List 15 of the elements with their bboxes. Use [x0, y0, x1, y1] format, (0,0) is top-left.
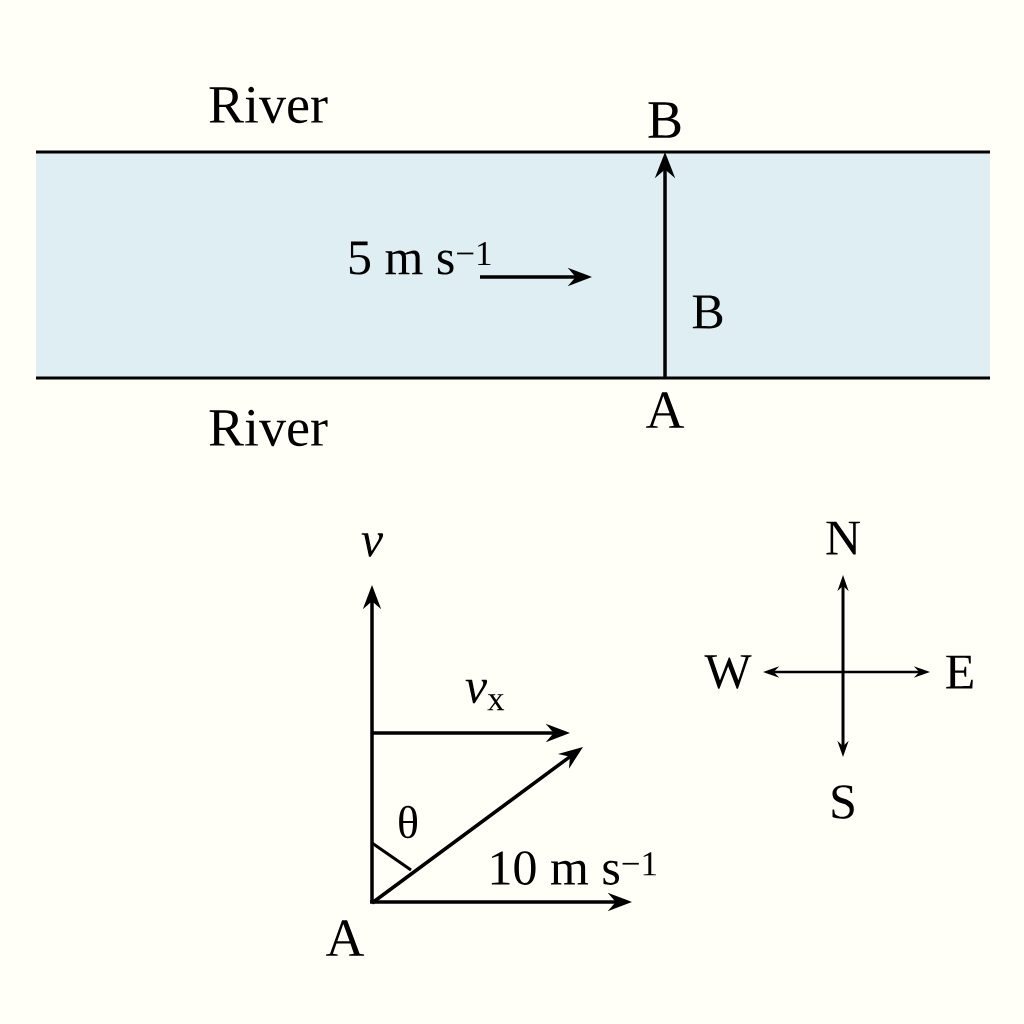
vector-label: v$_{x}$: [465, 679, 505, 711]
vector-label: v: [361, 533, 384, 557]
compass-label: S: [832, 785, 854, 819]
speed-label: 5 m s$^{−1}$: [349, 241, 491, 275]
compass-label: E: [946, 655, 973, 689]
speed-label: 10 m s$^{−1}$: [491, 851, 656, 885]
node-label: A: [646, 392, 685, 428]
compass-label: W: [704, 655, 752, 689]
angle-label: θ: [399, 805, 418, 839]
bank-label: River: [209, 409, 328, 447]
bank-label: River: [209, 86, 328, 124]
point-label: A: [326, 920, 365, 956]
node-label: B: [648, 102, 681, 138]
point-label: B: [692, 295, 723, 329]
compass-label: N: [826, 521, 860, 555]
